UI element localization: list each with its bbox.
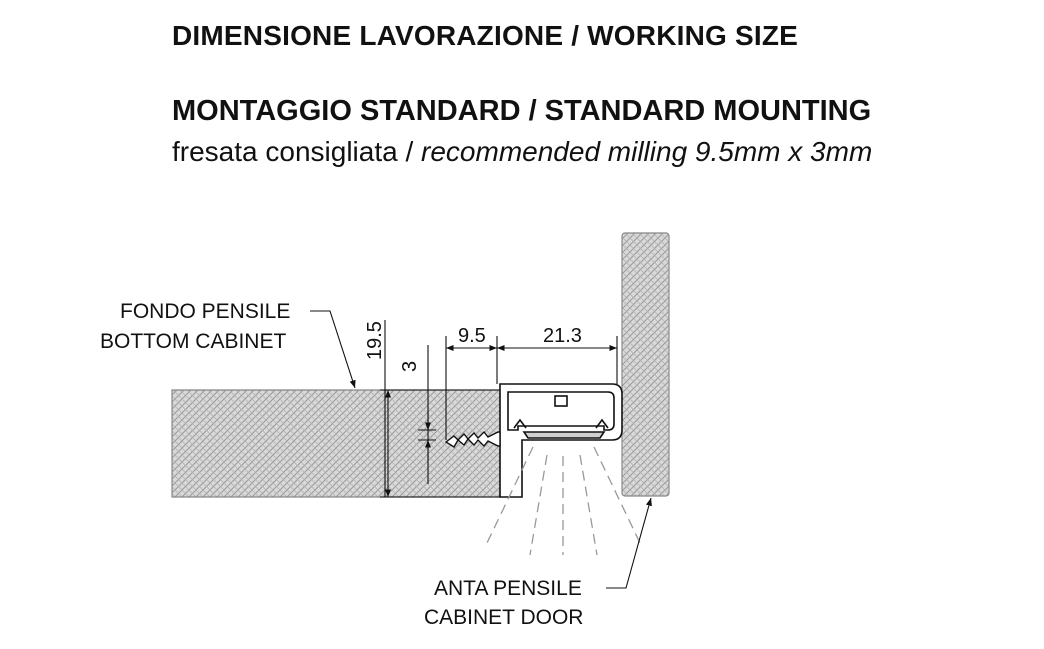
cabinet-door-label-it: ANTA PENSILE	[434, 577, 582, 600]
led-profile	[499, 383, 623, 498]
mounting-clip	[444, 430, 501, 448]
bottom-cabinet-label-it: FONDO PENSILE	[120, 300, 290, 323]
bottom-cabinet-label-en: BOTTOM CABINET	[100, 330, 286, 353]
cabinet-door-leader	[606, 497, 652, 589]
light-rays	[486, 446, 641, 556]
dimension-height-label: 19.5	[364, 321, 386, 360]
milling-note-en: recommended milling 9.5mm x 3mm	[421, 136, 873, 167]
dimension-groove-depth-label: 3	[399, 361, 421, 372]
mounting-subtitle: MONTAGGIO STANDARD / STANDARD MOUNTING	[172, 95, 872, 127]
dimension-height	[380, 320, 500, 498]
bottom-cabinet-leader	[310, 310, 356, 389]
page-title: DIMENSIONE LAVORAZIONE / WORKING SIZE	[172, 20, 799, 51]
milling-note: fresata consigliata / recommended millin…	[172, 136, 872, 168]
milling-note-it: fresata consigliata /	[172, 136, 414, 167]
cabinet-door-panel	[621, 232, 670, 497]
dimension-profile-width-label: 21.3	[543, 325, 582, 347]
cabinet-door-label-en: CABINET DOOR	[424, 606, 583, 629]
dimension-groove-width-label: 9.5	[458, 325, 486, 347]
bottom-cabinet-panel	[171, 389, 523, 498]
dimension-horizontal	[445, 336, 618, 440]
dimension-groove-depth	[418, 345, 436, 484]
